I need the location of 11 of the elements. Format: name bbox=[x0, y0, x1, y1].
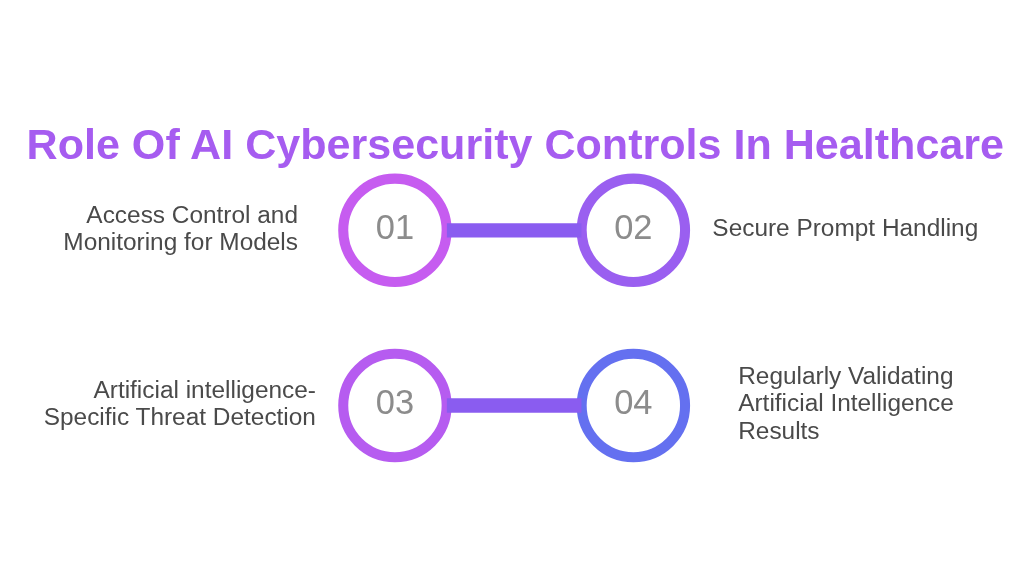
node-label: Artificial intelligence-Specific Threat Detection bbox=[43, 375, 316, 430]
connector bbox=[446, 222, 582, 237]
node-circle: 01 bbox=[338, 173, 452, 287]
node-circle: 04 bbox=[576, 348, 691, 462]
node-label: Access Control and Monitoring for Models bbox=[63, 200, 298, 255]
node-circle: 02 bbox=[576, 173, 691, 287]
node-label: Regularly Validating Artificial Intelligence Results bbox=[738, 361, 954, 444]
node-label: Secure Prompt Handling bbox=[712, 213, 979, 241]
node-circle: 03 bbox=[338, 348, 452, 462]
diagram-title: Role Of AI Cybersecurity Controls In Healthcare bbox=[26, 119, 1005, 168]
connector bbox=[446, 397, 582, 413]
